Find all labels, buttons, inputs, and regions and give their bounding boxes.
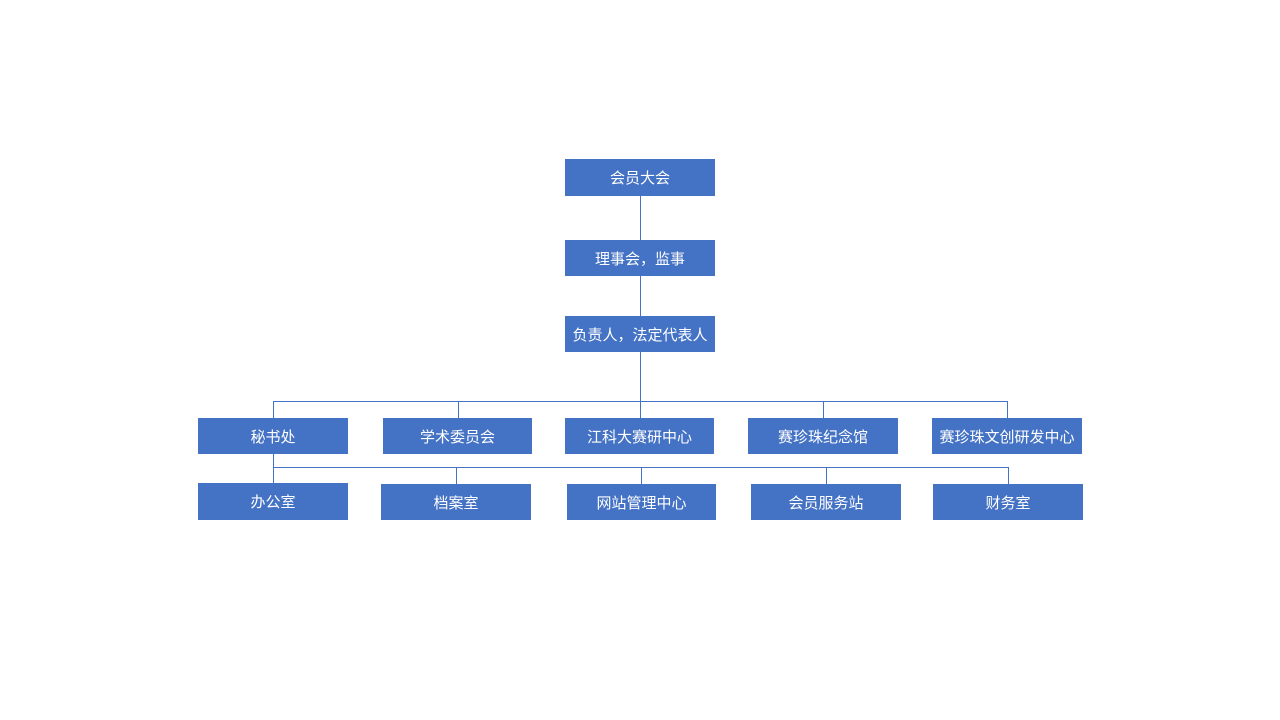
- node-creative-center: 赛珍珠文创研发中心: [932, 418, 1082, 454]
- node-archives: 档案室: [381, 484, 531, 520]
- node-general-assembly: 会员大会: [565, 159, 715, 196]
- node-secretariat: 秘书处: [198, 418, 348, 454]
- node-memorial-hall: 赛珍珠纪念馆: [748, 418, 898, 454]
- node-academic-committee: 学术委员会: [383, 418, 532, 454]
- node-finance: 财务室: [933, 484, 1083, 520]
- node-website-center: 网站管理中心: [567, 484, 716, 520]
- node-research-center: 江科大赛研中心: [565, 418, 714, 454]
- node-member-service: 会员服务站: [751, 484, 901, 520]
- node-council: 理事会，监事: [565, 240, 715, 276]
- node-legal-representative: 负责人，法定代表人: [565, 316, 715, 352]
- node-office: 办公室: [198, 483, 348, 520]
